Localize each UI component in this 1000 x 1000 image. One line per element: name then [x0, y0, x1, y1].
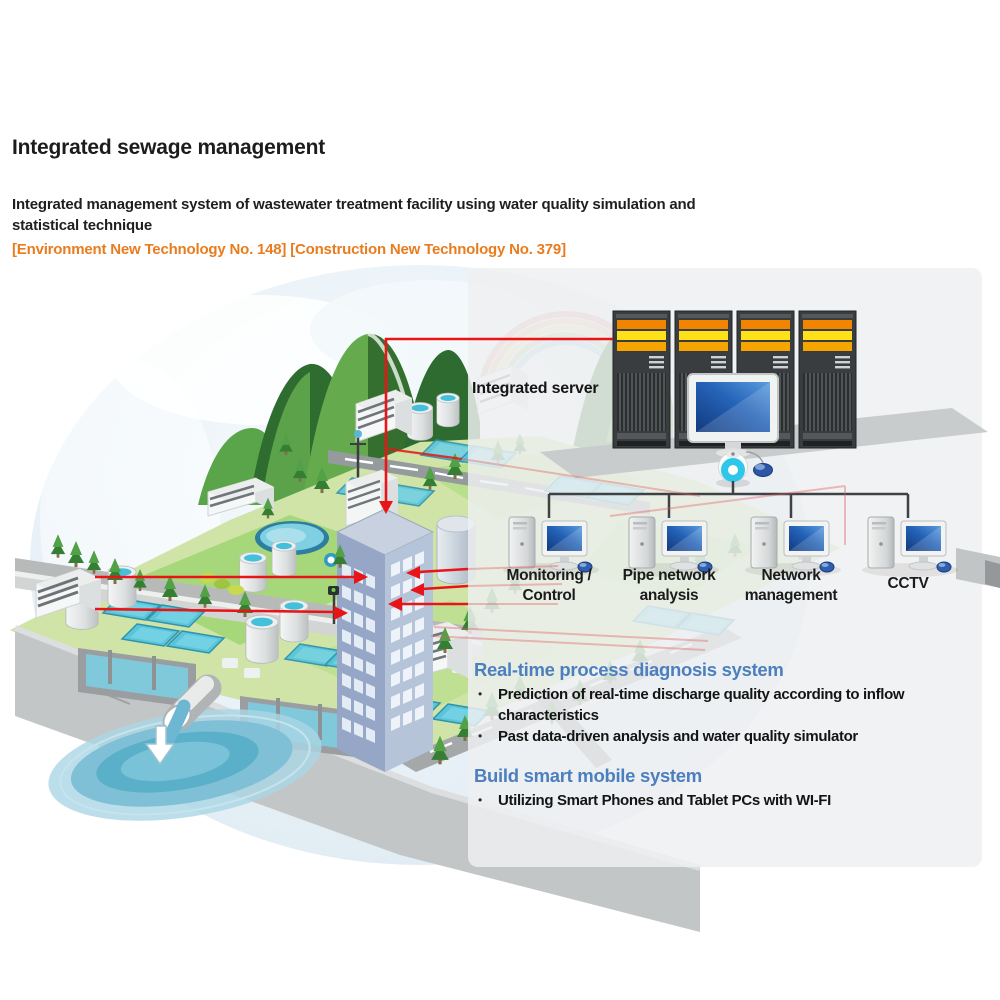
bullet-item: • Past data-driven analysis and water qu… [474, 726, 974, 747]
bullet-text: Prediction of real-time discharge qualit… [498, 686, 905, 724]
monitoring-lines-faded [430, 458, 846, 651]
technology-badges: [Environment New Technology No. 148] [Co… [12, 241, 566, 258]
workstation-label-cctv: CCTV [887, 575, 929, 592]
network-tree [547, 481, 910, 518]
bullet-text: Past data-driven analysis and water qual… [498, 728, 858, 745]
page-title: Integrated sewage management [12, 136, 325, 159]
bullet-dot: • [478, 687, 483, 701]
workstation-cctv [861, 516, 959, 578]
mouse-icon [745, 451, 773, 477]
discharge-pipe-icon [144, 674, 222, 766]
panel-text-block: Real-time process diagnosis system • Pre… [474, 658, 974, 811]
monitoring-lines [94, 337, 613, 620]
bullet-dot: • [478, 793, 483, 807]
server-monitor-icon [687, 373, 779, 458]
workstation-label-network-mgmt: Network management [744, 567, 838, 604]
bullet-item: • Utilizing Smart Phones and Tablet PCs … [474, 790, 974, 811]
bullet-dot: • [478, 729, 483, 743]
server-area [540, 310, 988, 488]
discharge-water [48, 709, 322, 821]
bullet-item: • Prediction of real-time discharge qual… [474, 684, 974, 726]
bullet-text: Utilizing Smart Phones and Tablet PCs wi… [498, 792, 831, 809]
platform-edge-right [956, 548, 1000, 588]
workstation-label-monitoring: Monitoring / Control [506, 567, 592, 604]
integrated-server-label: Integrated server [472, 380, 599, 397]
workstation-label-pipe-network: Pipe network analysis [622, 567, 716, 604]
page-subtitle: Integrated management system of wastewat… [12, 196, 696, 234]
section-heading-diagnosis: Real-time process diagnosis system [474, 659, 784, 680]
section-heading-mobile: Build smart mobile system [474, 765, 702, 786]
